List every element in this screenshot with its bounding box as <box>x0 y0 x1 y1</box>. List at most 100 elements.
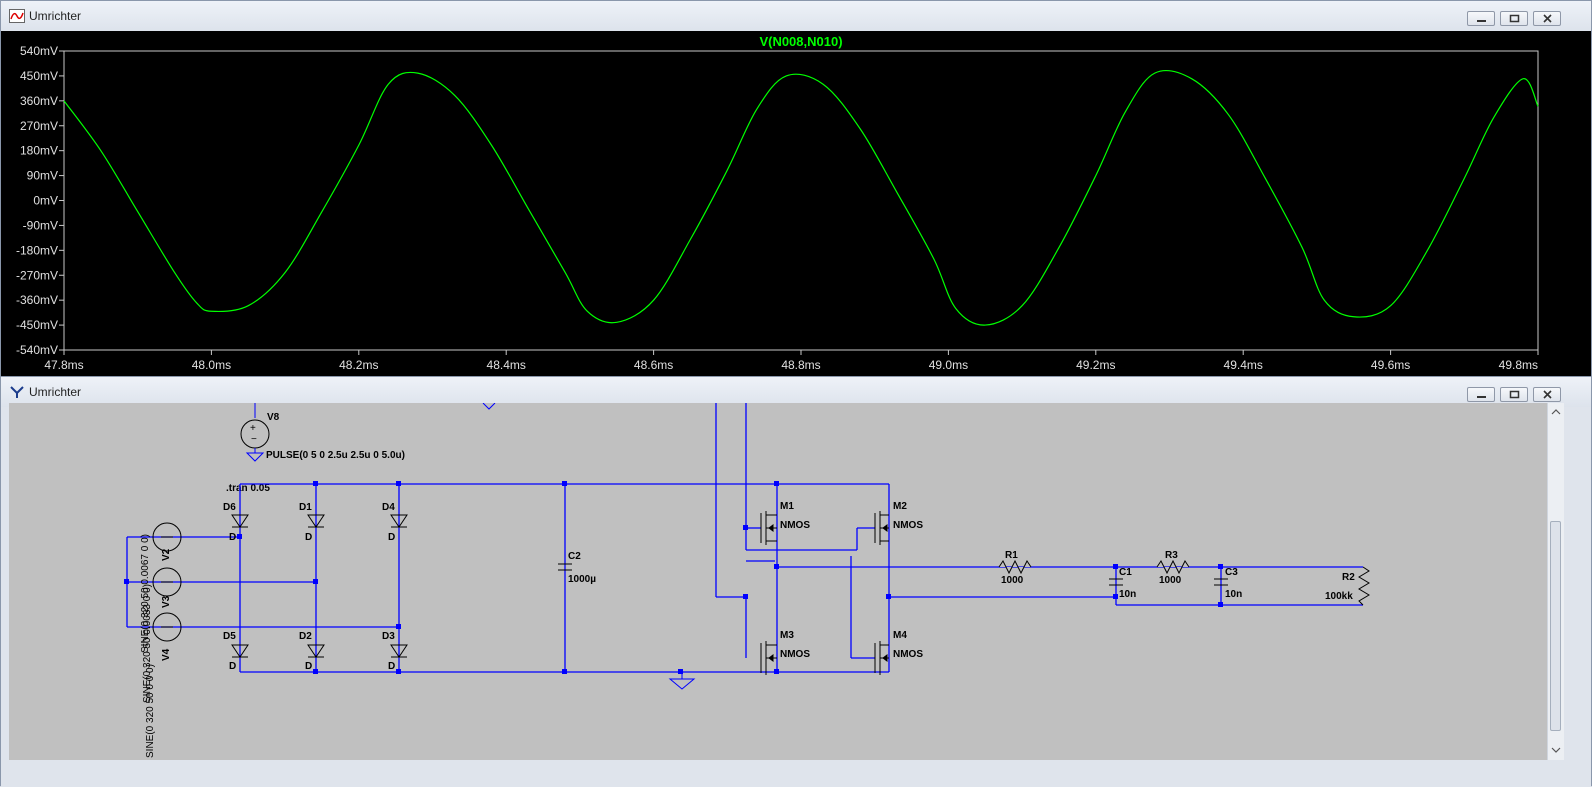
c2-value: 1000µ <box>568 574 596 585</box>
capacitor-c3[interactable] <box>1214 578 1228 586</box>
m4-label: M4 <box>893 630 907 641</box>
resistor-r1[interactable] <box>998 559 1032 575</box>
m2-model: NMOS <box>893 520 923 531</box>
d2-label: D2 <box>299 631 312 642</box>
waveform-titlebar[interactable]: Umrichter <box>1 1 1591 31</box>
d5-model: D <box>229 661 236 672</box>
mosfet-m4[interactable] <box>874 641 889 675</box>
x-tick-label: 48.6ms <box>634 358 673 372</box>
close-icon <box>1543 14 1552 23</box>
rectifier-wires <box>126 403 1363 673</box>
close-button[interactable] <box>1533 11 1561 26</box>
v8-label: V8 <box>267 412 280 423</box>
d4-model: D <box>388 532 395 543</box>
r2-value: 100kk <box>1325 591 1353 602</box>
waveform-window-title: Umrichter <box>29 9 82 23</box>
y-tick-label: 0mV <box>33 194 58 208</box>
resistor-r2[interactable] <box>1358 566 1370 606</box>
plot-frame <box>63 50 1539 351</box>
c3-value: 10n <box>1225 589 1242 600</box>
x-tick-label: 49.6ms <box>1371 358 1410 372</box>
window-bottom-edge <box>1 761 1591 787</box>
vertical-scrollbar[interactable] <box>1547 403 1564 760</box>
y-tick-label: 360mV <box>20 94 58 108</box>
maximize-icon <box>1509 14 1520 23</box>
c2-label: C2 <box>568 551 581 562</box>
y-tick-label: 540mV <box>20 44 58 58</box>
d6-model: D <box>229 532 236 543</box>
mosfet-m1[interactable] <box>760 511 777 545</box>
y-tick-label: -360mV <box>16 293 58 307</box>
schematic-app-icon <box>10 386 24 398</box>
close-icon <box>1543 390 1552 399</box>
schematic-drawing[interactable]: .func + − V8 PULSE(0 5 0 2.5u 2.5u 0 5.0… <box>9 403 1547 760</box>
x-tick-label: 48.4ms <box>487 358 526 372</box>
resistor-r3[interactable] <box>1156 559 1190 575</box>
y-tick-label: -180mV <box>16 243 58 257</box>
y-tick-label: 450mV <box>20 69 58 83</box>
ground-icon <box>245 452 265 462</box>
scroll-up-icon[interactable] <box>1549 407 1563 417</box>
d3-model: D <box>388 661 395 672</box>
r1-value: 1000 <box>1001 575 1024 586</box>
x-tick-label: 48.2ms <box>339 358 378 372</box>
waveform-window: Umrichter V(N008,N010) 540mV 450mV 360mV 27… <box>0 0 1592 377</box>
tran-directive[interactable]: .tran 0.05 <box>226 483 270 494</box>
x-tick-label: 48.8ms <box>781 358 820 372</box>
x-tick-label: 49.8ms <box>1499 358 1538 372</box>
v4-label: V4 <box>161 648 172 661</box>
d6-label: D6 <box>223 502 236 513</box>
schematic-window-title: Umrichter <box>29 385 82 399</box>
capacitor-c2[interactable] <box>558 563 572 571</box>
m2-label: M2 <box>893 501 907 512</box>
x-tick-label: 47.8ms <box>44 358 83 372</box>
minimize-icon <box>1477 396 1486 398</box>
y-tick-label: 90mV <box>27 169 58 183</box>
schematic-titlebar[interactable]: Umrichter <box>1 377 1591 407</box>
svg-text:−: − <box>251 434 257 445</box>
maximize-button[interactable] <box>1500 11 1528 26</box>
y-axis: 540mV450mV360mV270mV180mV90mV0mV-90mV-18… <box>16 44 64 357</box>
schematic-canvas[interactable]: .func + − V8 PULSE(0 5 0 2.5u 2.5u 0 5.0… <box>9 403 1547 760</box>
sine-label-1: SINE(0 320 50 0 0 0) <box>145 664 156 758</box>
capacitor-c1[interactable] <box>1109 578 1123 586</box>
y-tick-label: 180mV <box>20 144 58 158</box>
mosfet-m2[interactable] <box>874 511 889 545</box>
v2-label: V2 <box>161 548 172 561</box>
schematic-maximize-button[interactable] <box>1500 387 1528 402</box>
source-v8[interactable]: + − V8 PULSE(0 5 0 2.5u 2.5u 0 5.0u) <box>240 403 405 462</box>
trace-line[interactable] <box>63 70 1539 326</box>
svg-text:+: + <box>250 423 256 434</box>
schematic-close-button[interactable] <box>1533 387 1561 402</box>
minimize-button[interactable] <box>1467 11 1495 26</box>
m1-label: M1 <box>780 501 794 512</box>
d1-model: D <box>305 532 312 543</box>
scroll-down-icon[interactable] <box>1549 745 1563 755</box>
y-tick-label: 270mV <box>20 119 58 133</box>
y-tick-label: -270mV <box>16 268 58 282</box>
schematic-window: Umrichter .func <box>0 376 1592 787</box>
trace-label[interactable]: V(N008,N010) <box>759 34 842 49</box>
r2-label: R2 <box>1342 572 1355 583</box>
m3-model: NMOS <box>780 649 810 660</box>
d1-label: D1 <box>299 502 312 513</box>
waveform-app-icon <box>9 9 25 23</box>
d2-model: D <box>305 661 312 672</box>
schematic-minimize-button[interactable] <box>1467 387 1495 402</box>
x-tick-label: 49.4ms <box>1224 358 1263 372</box>
x-tick-label: 49.2ms <box>1076 358 1115 372</box>
v8-value: PULSE(0 5 0 2.5u 2.5u 0 5.0u) <box>266 450 405 461</box>
scrollbar-thumb[interactable] <box>1550 521 1561 731</box>
maximize-icon <box>1509 390 1520 399</box>
y-tick-label: -450mV <box>16 318 58 332</box>
m1-model: NMOS <box>780 520 810 531</box>
x-tick-label: 49.0ms <box>929 358 968 372</box>
d3-label: D3 <box>382 631 395 642</box>
waveform-plot-area[interactable]: V(N008,N010) 540mV 450mV 360mV 270mV 180mV 90… <box>1 31 1591 377</box>
d5-label: D5 <box>223 631 236 642</box>
r1-label: R1 <box>1005 550 1018 561</box>
mosfet-m3[interactable] <box>760 641 777 675</box>
ground-icon <box>668 678 696 690</box>
waveform-chart[interactable]: V(N008,N010) 540mV 450mV 360mV 270mV 180mV 90… <box>1 31 1591 377</box>
